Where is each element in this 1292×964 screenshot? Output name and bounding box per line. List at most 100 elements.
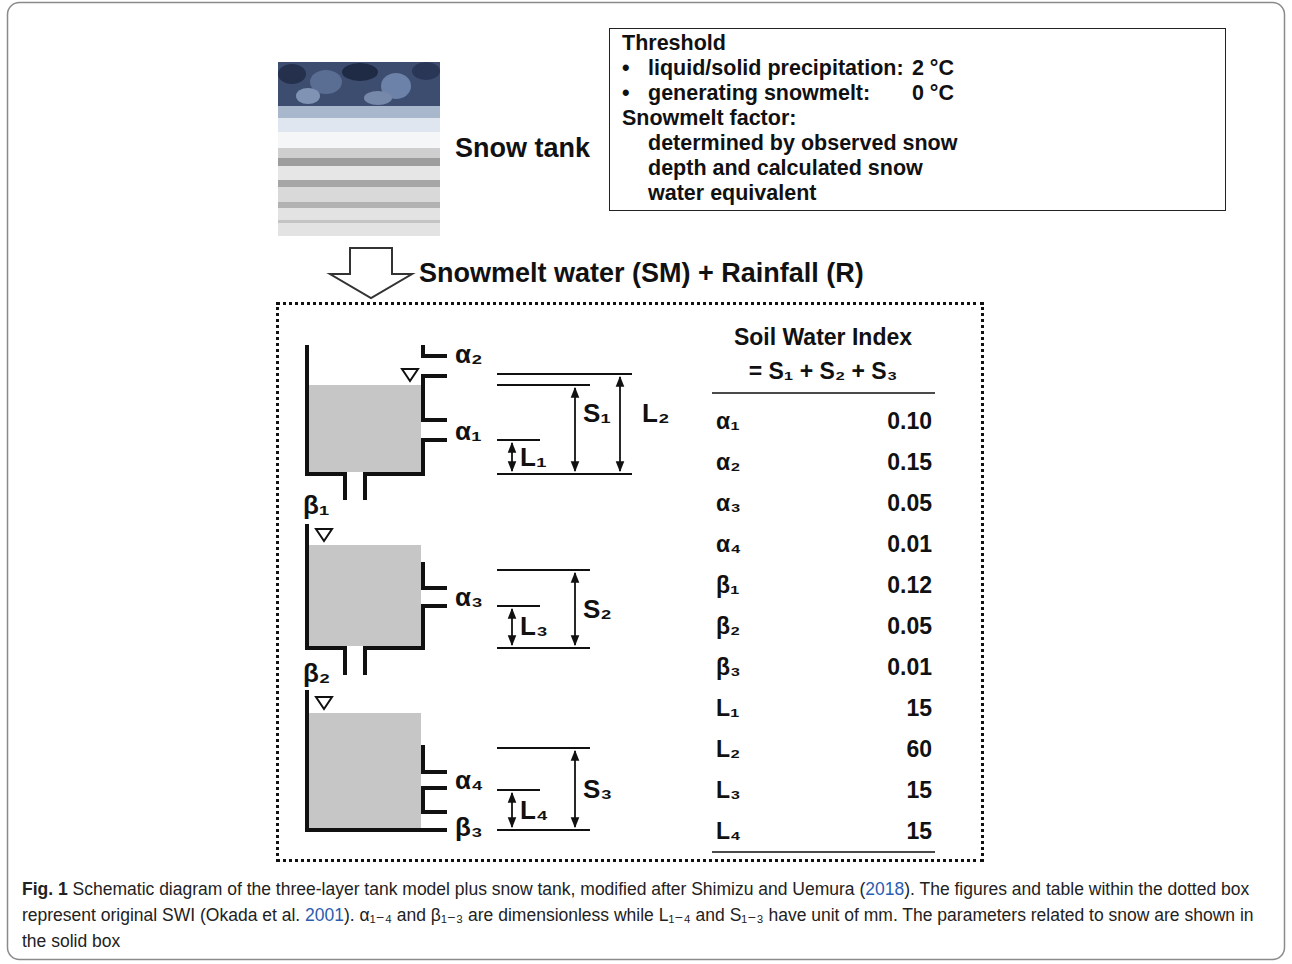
table-parameter: L₂ (716, 735, 740, 763)
soil-water-index-box: Soil Water Index = S₁ + S₂ + S₃ (276, 302, 984, 862)
snow-photo-part (364, 91, 392, 105)
tank-one-part (307, 345, 447, 500)
table-value: 60 (906, 735, 932, 763)
snow-photo-part (278, 148, 440, 158)
tank-label: L₄ (520, 797, 548, 823)
figure-caption: Fig. 1 Schematic diagram of the three-la… (22, 876, 1274, 954)
caption-figure-number: Fig. 1 (22, 879, 68, 899)
tank-one-part (309, 385, 421, 472)
tank-label: α₂ (455, 341, 483, 367)
table-value: 0.05 (887, 612, 932, 640)
table-value: 0.12 (887, 571, 932, 599)
caption-citation-year: 2001 (305, 905, 344, 925)
snow-photo-part (278, 106, 440, 118)
tank-two-part (574, 573, 576, 645)
tank-one-part (619, 377, 621, 471)
threshold-item: generating snowmelt: (648, 81, 870, 106)
tank-one-part (402, 369, 418, 381)
snow-photo-part (412, 62, 440, 80)
tank-one (307, 345, 632, 500)
threshold-value: 0 °C (912, 81, 954, 106)
table-parameter: α₃ (716, 489, 741, 517)
table-value: 0.01 (887, 530, 932, 558)
tank-three (307, 690, 590, 830)
tank-three-part (574, 751, 576, 827)
tank-three-part (511, 793, 513, 827)
box-heading: Threshold (622, 31, 726, 56)
tank-label: L₃ (520, 613, 548, 639)
tank-label: L₁ (520, 444, 547, 470)
snow-photo-part (278, 166, 440, 180)
tank-label: S₃ (583, 776, 612, 802)
snow-photo (278, 62, 440, 236)
tank-three-part (497, 748, 590, 830)
node-heading: Snow tank (455, 133, 590, 163)
tank-two-part (316, 529, 332, 541)
snow-photo-part (278, 158, 440, 166)
snow-tank-node: Snow tank (278, 62, 440, 236)
snow-photo-part (278, 118, 440, 132)
snow-photo-part (296, 88, 320, 104)
tank-label: S₂ (583, 596, 612, 622)
table-parameter: L₄ (716, 817, 741, 845)
table-rules-part (712, 393, 935, 852)
edge-label: Snowmelt water (SM) + Rainfall (R) (417, 257, 866, 289)
table-value: 0.15 (887, 448, 932, 476)
box-heading: Snowmelt factor: (622, 106, 796, 131)
table-value: 15 (906, 776, 932, 804)
tank-two-part (309, 545, 421, 646)
table-parameter: β₃ (716, 653, 741, 681)
tank-label: L₂ (642, 400, 669, 426)
tank-label: α₁ (455, 418, 482, 444)
table-value: 15 (906, 817, 932, 845)
tank-three-part (307, 690, 447, 830)
hollow-arrow (330, 248, 412, 298)
table-rules (712, 393, 935, 852)
tank-three-part (309, 713, 421, 828)
table-value: 0.01 (887, 653, 932, 681)
snow-photo-part (278, 132, 440, 148)
bullet: • (622, 56, 630, 81)
table-formula: = S₁ + S₂ + S₃ (749, 357, 898, 386)
snow-photo-part (278, 187, 440, 202)
tank-two-part (497, 570, 590, 648)
tank-two-part (307, 524, 447, 675)
tank-label: α₃ (455, 584, 483, 610)
tank-label: β₂ (303, 660, 330, 686)
table-value: 0.05 (887, 489, 932, 517)
tank-label: β₁ (303, 492, 330, 518)
table-parameter: α₁ (716, 407, 740, 435)
table-value: 15 (906, 694, 932, 722)
tank-label: S₁ (583, 400, 611, 426)
caption-citation-year: 2018 (865, 879, 904, 899)
tank-three-part (316, 697, 332, 709)
table-parameter: β₂ (716, 612, 740, 640)
figure-frame (8, 3, 1285, 960)
tank-label: α₄ (455, 767, 483, 793)
table-parameter: β₁ (716, 571, 740, 599)
snow-photo-part (278, 202, 440, 208)
tank-one-part (511, 443, 513, 471)
factor-note: determined by observed snow depth and ca… (648, 131, 973, 206)
table-parameter: α₂ (716, 448, 740, 476)
table-parameter: L₃ (716, 776, 741, 804)
tank-two (307, 524, 590, 675)
tank-one-part (574, 388, 576, 471)
snow-photo-part (278, 180, 440, 187)
snow-photo-part (278, 220, 440, 223)
table-heading: Soil Water Index (734, 323, 912, 352)
table-value: 0.10 (887, 407, 932, 435)
tank-one-part (497, 374, 632, 474)
table-parameter: α₄ (716, 530, 741, 558)
tank-two-part (511, 609, 513, 645)
snow-photo-part (278, 64, 306, 84)
tank-label: β₃ (455, 814, 483, 840)
table-parameter: L₁ (716, 694, 740, 722)
threshold-value: 2 °C (912, 56, 954, 81)
threshold-item: liquid/solid precipitation: (648, 56, 904, 81)
snow-photo-part (342, 63, 378, 81)
snow-photo-part (278, 208, 440, 236)
snow-photo-part (278, 62, 440, 106)
threshold-box: Threshold• liquid/solid precipitation: 2 °… (609, 28, 1226, 211)
